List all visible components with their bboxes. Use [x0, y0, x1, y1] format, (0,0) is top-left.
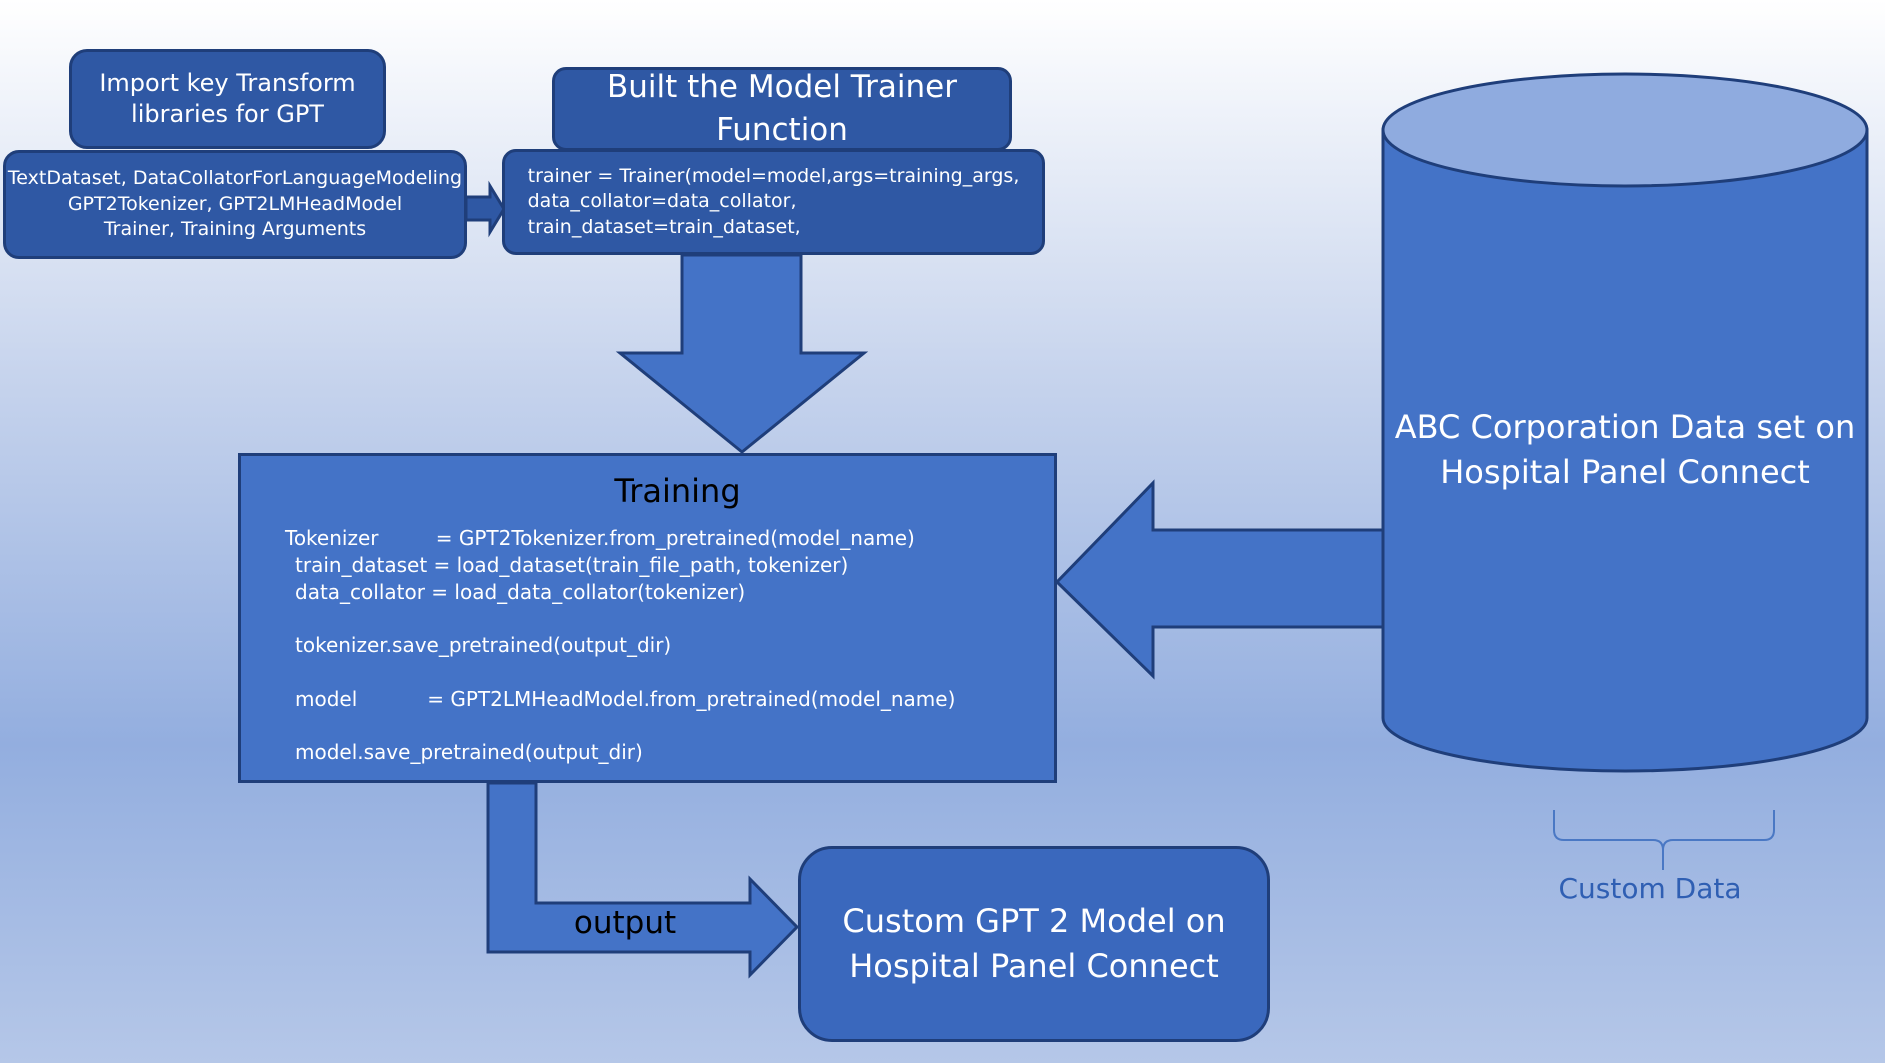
training-code-line: model.save_pretrained(output_dir): [295, 740, 643, 764]
training-code-line: train_dataset = load_dataset(train_file_…: [295, 553, 849, 577]
output-arrow-label: output: [573, 905, 677, 941]
output-model-label: Custom GPT 2 Model on Hospital Panel Con…: [842, 902, 1226, 985]
import-to-trainer-arrow: [464, 180, 506, 238]
output-model-box: Custom GPT 2 Model on Hospital Panel Con…: [798, 846, 1270, 1042]
training-code-line: model = GPT2LMHeadModel.from_pretrained(…: [295, 687, 956, 711]
trainer-title: Built the Model Trainer Function: [606, 68, 957, 148]
custom-data-label: Custom Data: [1558, 872, 1742, 905]
database-cylinder: [1381, 72, 1869, 773]
import-title: Import key Transform libraries for GPT: [99, 68, 356, 128]
database-label: ABC Corporation Data set on Hospital Pan…: [1394, 408, 1856, 491]
training-code-line: tokenizer.save_pretrained(output_dir): [295, 633, 672, 657]
import-items: TextDataset, DataCollatorForLanguageMode…: [7, 167, 463, 241]
training-title: Training: [614, 472, 741, 510]
trainer-code: trainer = Trainer(model=model,args=train…: [527, 164, 1020, 238]
trainer-to-training-arrow: [615, 253, 869, 454]
import-title-box: Import key Transform libraries for GPT: [69, 49, 386, 149]
trainer-code-box: trainer = Trainer(model=model,args=train…: [502, 149, 1045, 255]
trainer-title-box: Built the Model Trainer Function: [552, 67, 1012, 151]
training-box: Training Tokenizer = GPT2Tokenizer.from_…: [238, 453, 1057, 783]
training-code-line: Tokenizer = GPT2Tokenizer.from_pretraine…: [285, 526, 915, 550]
training-to-output-arrow: [486, 781, 800, 979]
training-code-line: data_collator = load_data_collator(token…: [295, 580, 746, 604]
custom-data-brace: [1553, 810, 1775, 870]
database-to-training-arrow: [1054, 479, 1385, 680]
import-items-box: TextDataset, DataCollatorForLanguageMode…: [3, 150, 467, 259]
